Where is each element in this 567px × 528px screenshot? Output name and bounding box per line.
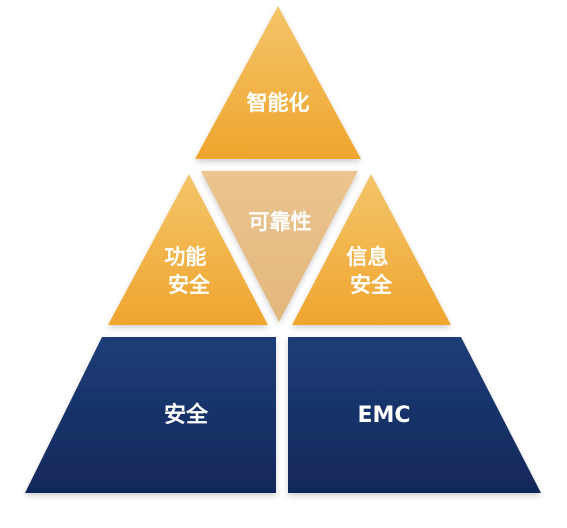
segment-top-label: 智能化 xyxy=(247,91,310,115)
segment-center-triangle xyxy=(201,171,358,322)
segment-top-triangle xyxy=(195,6,361,159)
segment-right-label: 信息 安全 xyxy=(346,245,395,297)
segment-base-left-label: 安全 xyxy=(164,402,209,428)
segment-base-left xyxy=(25,337,276,493)
segment-left-label: 功能 安全 xyxy=(164,245,213,297)
segment-left-triangle xyxy=(108,174,268,325)
segment-base-right-label: EMC xyxy=(357,403,410,428)
segment-center-label: 可靠性 xyxy=(249,210,312,234)
segment-right-triangle xyxy=(292,174,451,325)
segment-base-right xyxy=(288,337,541,493)
